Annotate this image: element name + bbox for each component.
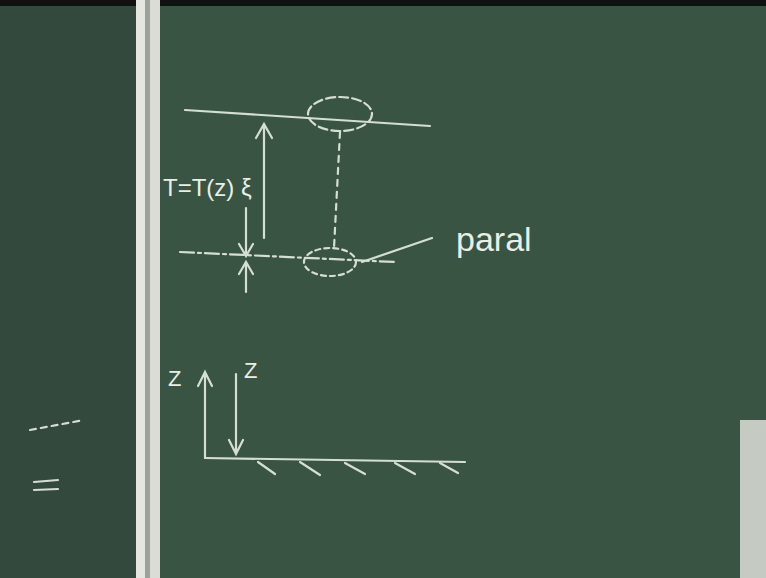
depth-label: Z xyxy=(244,360,257,382)
chalk-mark xyxy=(34,480,58,490)
z-axis xyxy=(198,372,212,458)
temperature-label: T=T(z) ξ xyxy=(163,176,252,200)
depth-arrow xyxy=(229,374,243,454)
parcel-ellipse xyxy=(308,97,372,131)
frame-bar xyxy=(150,0,160,578)
lower-level-line xyxy=(180,252,395,262)
frame-bar xyxy=(136,0,145,578)
parcel-ellipse xyxy=(304,248,356,276)
trajectory-line xyxy=(334,132,340,248)
axis-label: Z xyxy=(168,368,181,390)
frame-gap xyxy=(145,0,150,578)
leader-line xyxy=(362,238,432,262)
dashed-line xyxy=(30,420,84,430)
top-edge xyxy=(0,0,766,6)
thickness-arrow xyxy=(239,262,253,292)
ground-hatch xyxy=(258,462,458,475)
thickness-arrow xyxy=(239,208,253,256)
height-arrow xyxy=(256,124,272,238)
board-glare xyxy=(740,420,766,578)
parcel-label: paral xyxy=(456,222,532,256)
left-panel xyxy=(0,0,136,578)
ground-line xyxy=(205,458,465,462)
